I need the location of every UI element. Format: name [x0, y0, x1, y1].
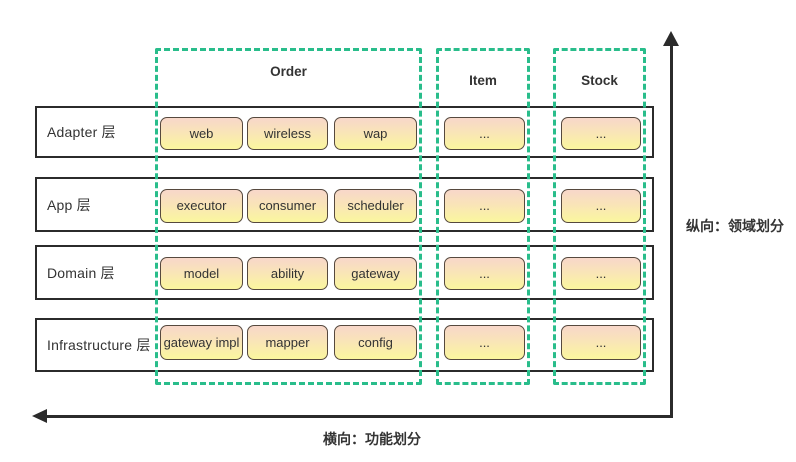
module-box-stock-infra: ...: [561, 325, 641, 360]
module-box-stock-domain: ...: [561, 257, 641, 290]
module-box-gateway-impl: gateway impl: [160, 325, 243, 360]
module-box-wireless: wireless: [247, 117, 328, 150]
up-arrowhead-icon: [663, 31, 679, 46]
module-box-executor: executor: [160, 189, 243, 223]
layer-label-adapter: Adapter 层: [47, 124, 116, 140]
vertical-axis-line: [670, 44, 673, 417]
module-box-item-infra: ...: [444, 325, 525, 360]
module-box-item-domain: ...: [444, 257, 525, 290]
module-box-stock-adapter: ...: [561, 117, 641, 150]
module-box-consumer: consumer: [247, 189, 328, 223]
module-box-web: web: [160, 117, 243, 150]
module-box-gateway: gateway: [334, 257, 417, 290]
vertical-axis-label: 纵向：领域划分: [686, 218, 784, 234]
horizontal-axis-label: 横向：功能划分: [323, 431, 421, 447]
left-arrowhead-icon: [32, 409, 47, 423]
module-box-scheduler: scheduler: [334, 189, 417, 223]
module-box-wap: wap: [334, 117, 417, 150]
module-box-item-app: ...: [444, 189, 525, 223]
layer-label-domain: Domain 层: [47, 264, 115, 281]
column-header-stock: Stock: [581, 73, 618, 88]
module-box-config: config: [334, 325, 417, 360]
layer-label-infrastructure: Infrastructure 层: [47, 337, 151, 353]
module-box-ability: ability: [247, 257, 328, 290]
column-header-order: Order: [270, 64, 307, 79]
horizontal-axis-line: [46, 415, 673, 418]
module-box-model: model: [160, 257, 243, 290]
column-header-item: Item: [469, 73, 497, 88]
module-box-mapper: mapper: [247, 325, 328, 360]
module-box-item-adapter: ...: [444, 117, 525, 150]
module-box-stock-app: ...: [561, 189, 641, 223]
layer-label-app: App 层: [47, 196, 91, 213]
